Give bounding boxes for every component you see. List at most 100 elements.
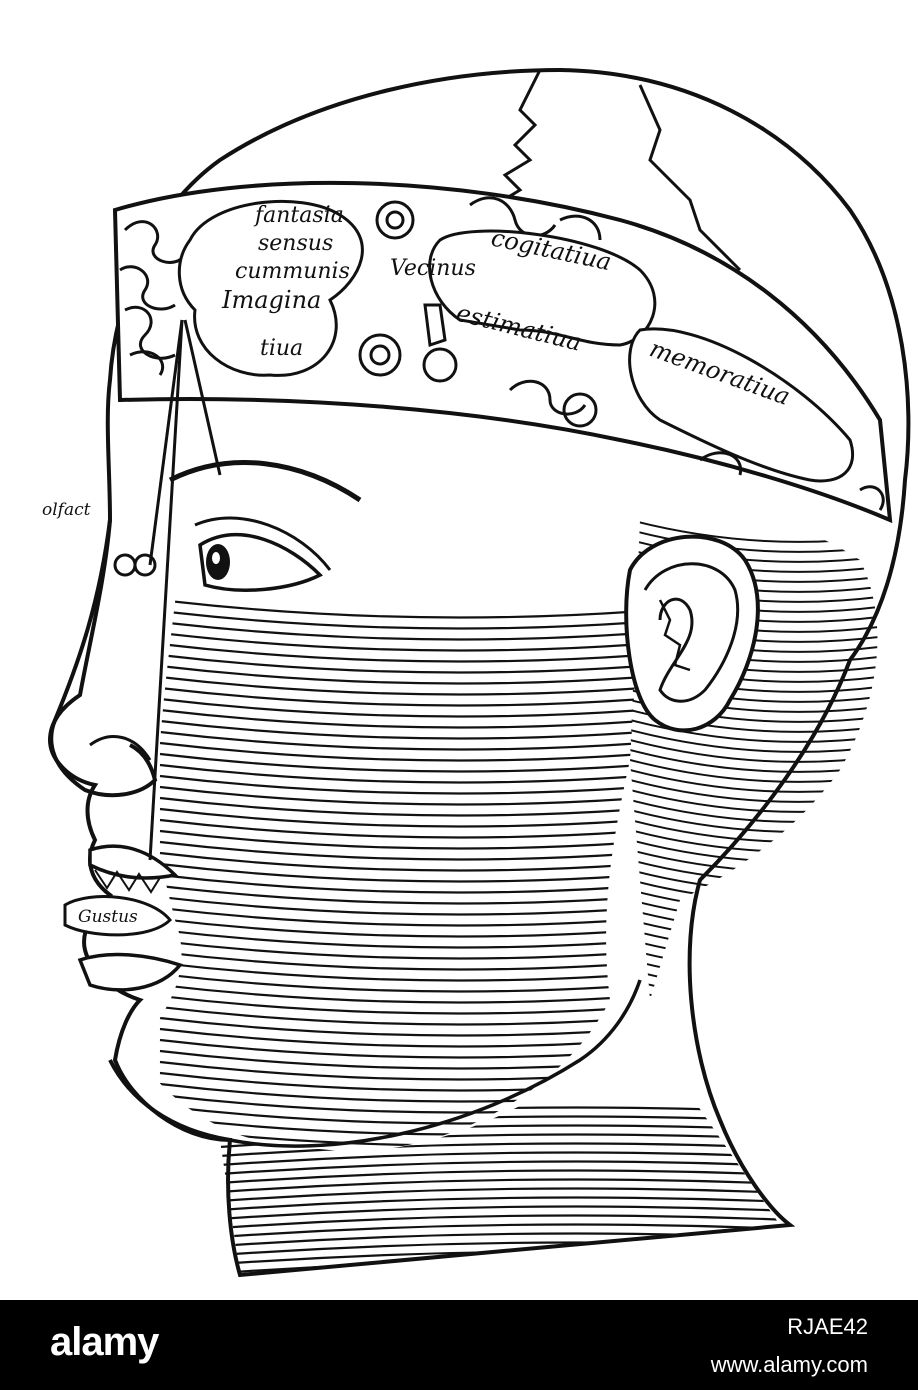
hatch-line xyxy=(220,1232,780,1248)
skull-suture-line xyxy=(638,84,742,272)
hatch-line xyxy=(159,928,640,949)
hatch-line xyxy=(220,1214,780,1230)
label-sensus: sensus xyxy=(258,231,333,256)
ventricle-posterior xyxy=(628,327,855,483)
hatch-line xyxy=(220,1223,780,1239)
face-hatching xyxy=(159,598,640,1152)
hatch-line xyxy=(159,598,640,619)
hatch-line xyxy=(159,994,640,1015)
hatch-line xyxy=(159,785,640,806)
eye xyxy=(194,516,332,592)
hatch-line xyxy=(159,719,640,740)
hatch-line xyxy=(159,862,640,883)
hatch-line xyxy=(159,1071,640,1092)
head-outline xyxy=(47,67,911,1278)
hatch-line xyxy=(159,730,640,751)
hatch-line xyxy=(220,1169,780,1185)
hatch-line xyxy=(630,949,878,973)
skull-suture-line xyxy=(494,69,542,207)
label-tiua: tiua xyxy=(260,336,303,361)
hatch-line xyxy=(159,774,640,795)
hatch-line xyxy=(159,1060,640,1081)
hatch-line xyxy=(159,1038,640,1059)
hatch-line xyxy=(630,939,878,963)
hatch-line xyxy=(159,642,640,663)
hatch-line xyxy=(159,961,640,982)
hatch-line xyxy=(159,950,640,971)
hatch-line xyxy=(159,675,640,696)
hatch-line xyxy=(159,796,640,817)
hatch-line xyxy=(159,906,640,927)
hatch-line xyxy=(159,763,640,784)
hatch-line xyxy=(220,1151,780,1167)
gustus-tongue-label: Gustus xyxy=(63,895,173,937)
brand-logo: alamy xyxy=(50,1320,159,1364)
hatch-line xyxy=(159,840,640,861)
hatch-line xyxy=(630,999,878,1000)
hatch-line xyxy=(159,1082,640,1103)
hatch-line xyxy=(159,1016,640,1037)
label-imagina: Imagina xyxy=(221,286,321,314)
hatch-line xyxy=(159,873,640,894)
hatch-line xyxy=(159,807,640,828)
hatch-line xyxy=(159,818,640,839)
hatch-line xyxy=(159,697,640,718)
hatch-line xyxy=(220,1142,780,1158)
hatch-line xyxy=(159,686,640,707)
hatch-line xyxy=(159,620,640,641)
hatch-line xyxy=(630,979,878,1000)
jaw-line xyxy=(229,979,642,1148)
hatch-line xyxy=(220,1205,780,1221)
hatch-line xyxy=(159,1093,640,1114)
hatch-line xyxy=(159,631,640,652)
hatch-line xyxy=(159,884,640,905)
hatch-line xyxy=(630,969,878,993)
ear xyxy=(624,534,760,733)
ventricle-anterior xyxy=(177,199,364,377)
hatch-line xyxy=(159,917,640,938)
sense-nerve-strings xyxy=(113,319,222,861)
hatch-line xyxy=(159,851,640,872)
hatch-line xyxy=(630,959,878,983)
hatch-line xyxy=(159,664,640,685)
site-url-text: www.alamy.com xyxy=(710,1352,868,1377)
nostril xyxy=(89,735,152,761)
label-fantasia: fantasia xyxy=(253,203,344,228)
hatch-line xyxy=(159,741,640,762)
hatch-line xyxy=(159,895,640,916)
watermark-footer: alamy RJAE42 www.alamy.com xyxy=(0,1300,918,1390)
hatch-line xyxy=(220,1250,780,1266)
label-olfactus: olfact xyxy=(42,500,91,520)
ventricle-middle xyxy=(428,229,657,347)
hatch-line xyxy=(630,929,878,953)
hatch-line xyxy=(220,1259,780,1275)
image-id-text: RJAE42 xyxy=(787,1314,868,1339)
hatch-line xyxy=(159,1104,640,1125)
hatch-line xyxy=(159,829,640,850)
hatch-line xyxy=(220,1160,780,1176)
label-vermis: Vecinus xyxy=(390,256,476,281)
label-communis: cummunis xyxy=(235,259,350,284)
neck-hatching xyxy=(220,1106,780,1275)
hatch-line xyxy=(220,1178,780,1194)
woodcut-head-illustration: fantasia sensus cummunis Imagina tiua Ve… xyxy=(42,67,911,1278)
hatch-line xyxy=(220,1187,780,1203)
hatch-line xyxy=(159,939,640,960)
hatch-line xyxy=(159,653,640,674)
hatch-line xyxy=(220,1241,780,1257)
chin-outline xyxy=(108,1059,231,1142)
mouth xyxy=(77,844,183,992)
eyebrow xyxy=(168,460,362,503)
hatch-line xyxy=(159,609,640,630)
nose xyxy=(49,519,158,798)
hatch-line xyxy=(159,983,640,1004)
label-gustus: Gustus xyxy=(78,907,138,927)
hatch-line xyxy=(159,1027,640,1048)
hatch-line xyxy=(159,752,640,773)
hatch-line xyxy=(159,972,640,993)
hatch-line xyxy=(630,989,878,1000)
hatch-line xyxy=(159,708,640,729)
hatch-line xyxy=(630,919,878,943)
vermis-passage xyxy=(423,303,447,348)
hatch-line xyxy=(159,1005,640,1026)
